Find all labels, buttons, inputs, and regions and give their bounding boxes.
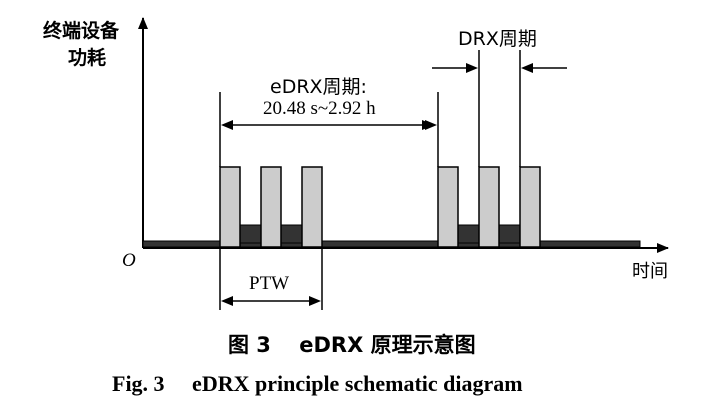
edrx-label-line2: 20.48 s~2.92 h — [263, 98, 376, 119]
paging-pulse — [437, 166, 459, 248]
drx-label: DRX周期 — [458, 28, 537, 50]
ptw-arrowhead-right — [309, 296, 321, 306]
ptw-label: PTW — [249, 273, 289, 294]
edrx-label-line1: eDRX周期: — [270, 76, 367, 98]
paging-pulse — [301, 166, 323, 248]
drx-arrowhead-left — [466, 63, 478, 73]
origin-label: O — [122, 250, 136, 271]
paging-pulse — [519, 166, 541, 248]
edrx-arrowhead-right — [425, 120, 437, 130]
ptw-arrowhead-left — [221, 296, 233, 306]
y-axis-label-line2: 功耗 — [68, 47, 106, 69]
drx-arrowhead-right — [521, 63, 533, 73]
caption-en: Fig. 3 eDRX principle schematic diagram — [112, 371, 523, 396]
y-axis-label-line1: 终端设备 — [43, 19, 120, 42]
baseline-bar — [142, 240, 641, 248]
paging-pulse — [219, 166, 241, 248]
edrx-arrowhead-left — [221, 120, 233, 130]
x-axis-label: 时间 — [632, 261, 668, 282]
paging-pulse — [478, 166, 500, 248]
caption-cn: 图 3 eDRX 原理示意图 — [228, 333, 476, 357]
paging-pulse — [260, 166, 282, 248]
